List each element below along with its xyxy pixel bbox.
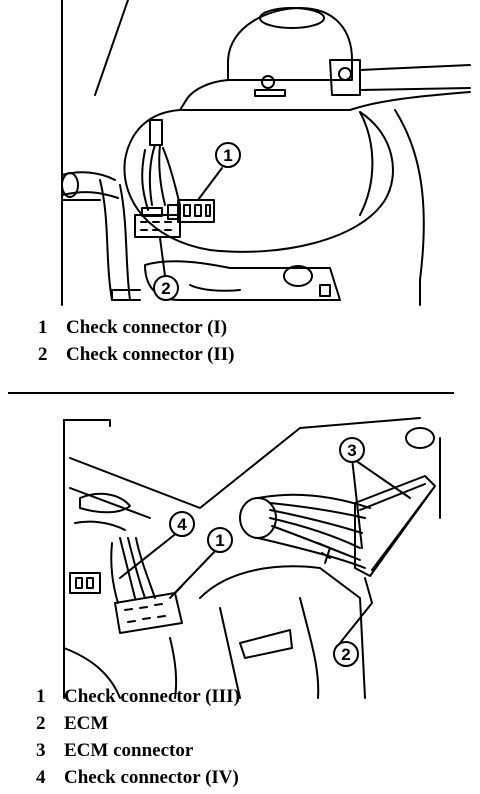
svg-text:2: 2 <box>161 279 170 298</box>
legend-label: Check connector (IV) <box>64 767 239 788</box>
legend-number: 1 <box>36 686 46 707</box>
callout-1-bottom: 1 <box>207 527 233 553</box>
legend-label: ECM <box>64 713 109 734</box>
legend-number: 1 <box>38 317 48 338</box>
bottom-legend-item: 2 ECM <box>36 710 240 737</box>
vent-opening <box>79 492 131 514</box>
callout-2-bottom: 2 <box>333 641 359 667</box>
check-connector-2-drawing <box>134 207 181 238</box>
leader-1 <box>197 167 223 201</box>
top-engine-illustration: 1 2 <box>61 0 471 306</box>
svg-text:2: 2 <box>341 645 350 664</box>
bottom-dashboard-illustration: 3 4 1 2 <box>63 417 441 699</box>
bottom-legend-item: 1 Check connector (III) <box>36 683 240 710</box>
legend-number: 3 <box>36 740 46 761</box>
bottom-legend-item: 4 Check connector (IV) <box>36 764 240 791</box>
round-body <box>123 109 394 253</box>
lower-assembly <box>144 260 341 301</box>
legend-label: Check connector (III) <box>64 686 240 707</box>
bottom-legend: 1 Check connector (III) 2 ECM 3 ECM connect… <box>36 683 240 791</box>
section-divider <box>8 392 454 394</box>
check-connector-4-drawing <box>69 572 101 594</box>
top-legend-item: 1 Check connector (I) <box>38 314 235 341</box>
check-connector-1-drawing <box>167 199 215 223</box>
svg-text:4: 4 <box>177 515 187 534</box>
leader-2b <box>339 602 373 644</box>
leader-2 <box>159 237 166 277</box>
legend-number: 4 <box>36 767 46 788</box>
legend-number: 2 <box>38 344 48 365</box>
ecm-box-drawing <box>354 427 441 604</box>
svg-text:3: 3 <box>347 441 356 460</box>
legend-label: Check connector (I) <box>66 317 228 338</box>
callout-4-bottom: 4 <box>169 511 195 537</box>
callout-2-top: 2 <box>153 275 179 301</box>
callout-1-top: 1 <box>215 142 241 168</box>
legend-label: Check connector (II) <box>66 344 235 365</box>
bottom-legend-item: 3 ECM connector <box>36 737 240 764</box>
dome-housing <box>227 7 353 81</box>
leader-1b <box>169 547 219 599</box>
legend-number: 2 <box>36 713 46 734</box>
leader-4 <box>119 531 179 579</box>
check-connector-3-drawing <box>114 585 183 634</box>
svg-text:1: 1 <box>223 146 232 165</box>
callout-3-bottom: 3 <box>339 437 365 463</box>
legend-label: ECM connector <box>64 740 194 761</box>
bracket <box>329 59 361 96</box>
leader-3 <box>351 457 411 549</box>
clip-part <box>239 629 293 659</box>
top-legend: 1 Check connector (I) 2 Check connector (I… <box>38 314 235 368</box>
svg-text:1: 1 <box>215 531 224 550</box>
top-legend-item: 2 Check connector (II) <box>38 341 235 368</box>
